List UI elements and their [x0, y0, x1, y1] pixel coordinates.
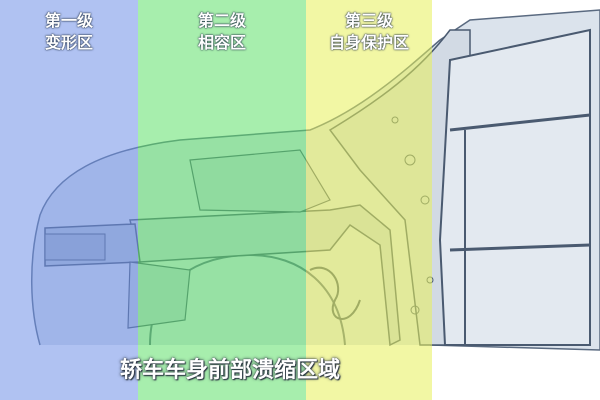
zone-1-deformation [0, 0, 138, 400]
zone-1-name: 变形区 [44, 33, 93, 52]
zone-3-name: 自身保护区 [328, 33, 409, 52]
zone-3-label: 第三级 自身保护区 [306, 10, 432, 54]
zone-3-level: 第三级 [344, 11, 393, 30]
zone-2-name: 相容区 [197, 33, 246, 52]
zone-1-level: 第一级 [44, 11, 93, 30]
zone-1-label: 第一级 变形区 [0, 10, 138, 54]
door-beam-upper [449, 113, 591, 132]
door-beam-lower [449, 243, 591, 252]
zone-2-label: 第二级 相容区 [138, 10, 306, 54]
door-frame [438, 28, 591, 346]
zone-2-compatibility [138, 0, 306, 400]
zone-2-level: 第二级 [197, 11, 246, 30]
zone-3-self-protection [306, 0, 432, 400]
diagram-caption: 轿车车身前部溃缩区域 [119, 358, 340, 383]
